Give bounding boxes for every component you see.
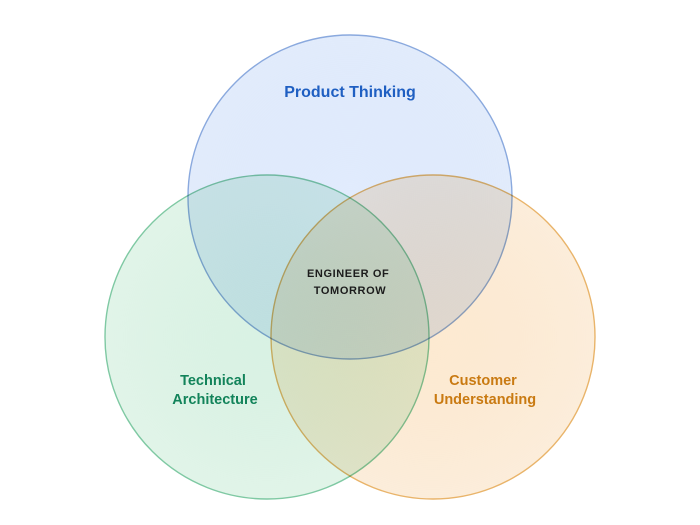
label-center-line-2: TOMORROW xyxy=(314,285,386,297)
label-product-line-1: Product Thinking xyxy=(284,84,416,101)
label-engineer-of-tomorrow: ENGINEER OF TOMORROW xyxy=(307,268,393,297)
label-technical-line-2: Architecture xyxy=(172,392,257,408)
label-center-line-1: ENGINEER OF xyxy=(307,268,389,280)
label-technical-line-1: Technical xyxy=(180,373,246,389)
label-customer-line-2: Understanding xyxy=(434,392,536,408)
label-customer-understanding: Customer Understanding xyxy=(434,373,536,408)
label-technical-architecture: Technical Architecture xyxy=(172,373,257,408)
label-customer-line-1: Customer xyxy=(449,373,517,389)
label-product-thinking: Product Thinking xyxy=(284,84,416,101)
circle-customer-understanding xyxy=(270,174,596,500)
